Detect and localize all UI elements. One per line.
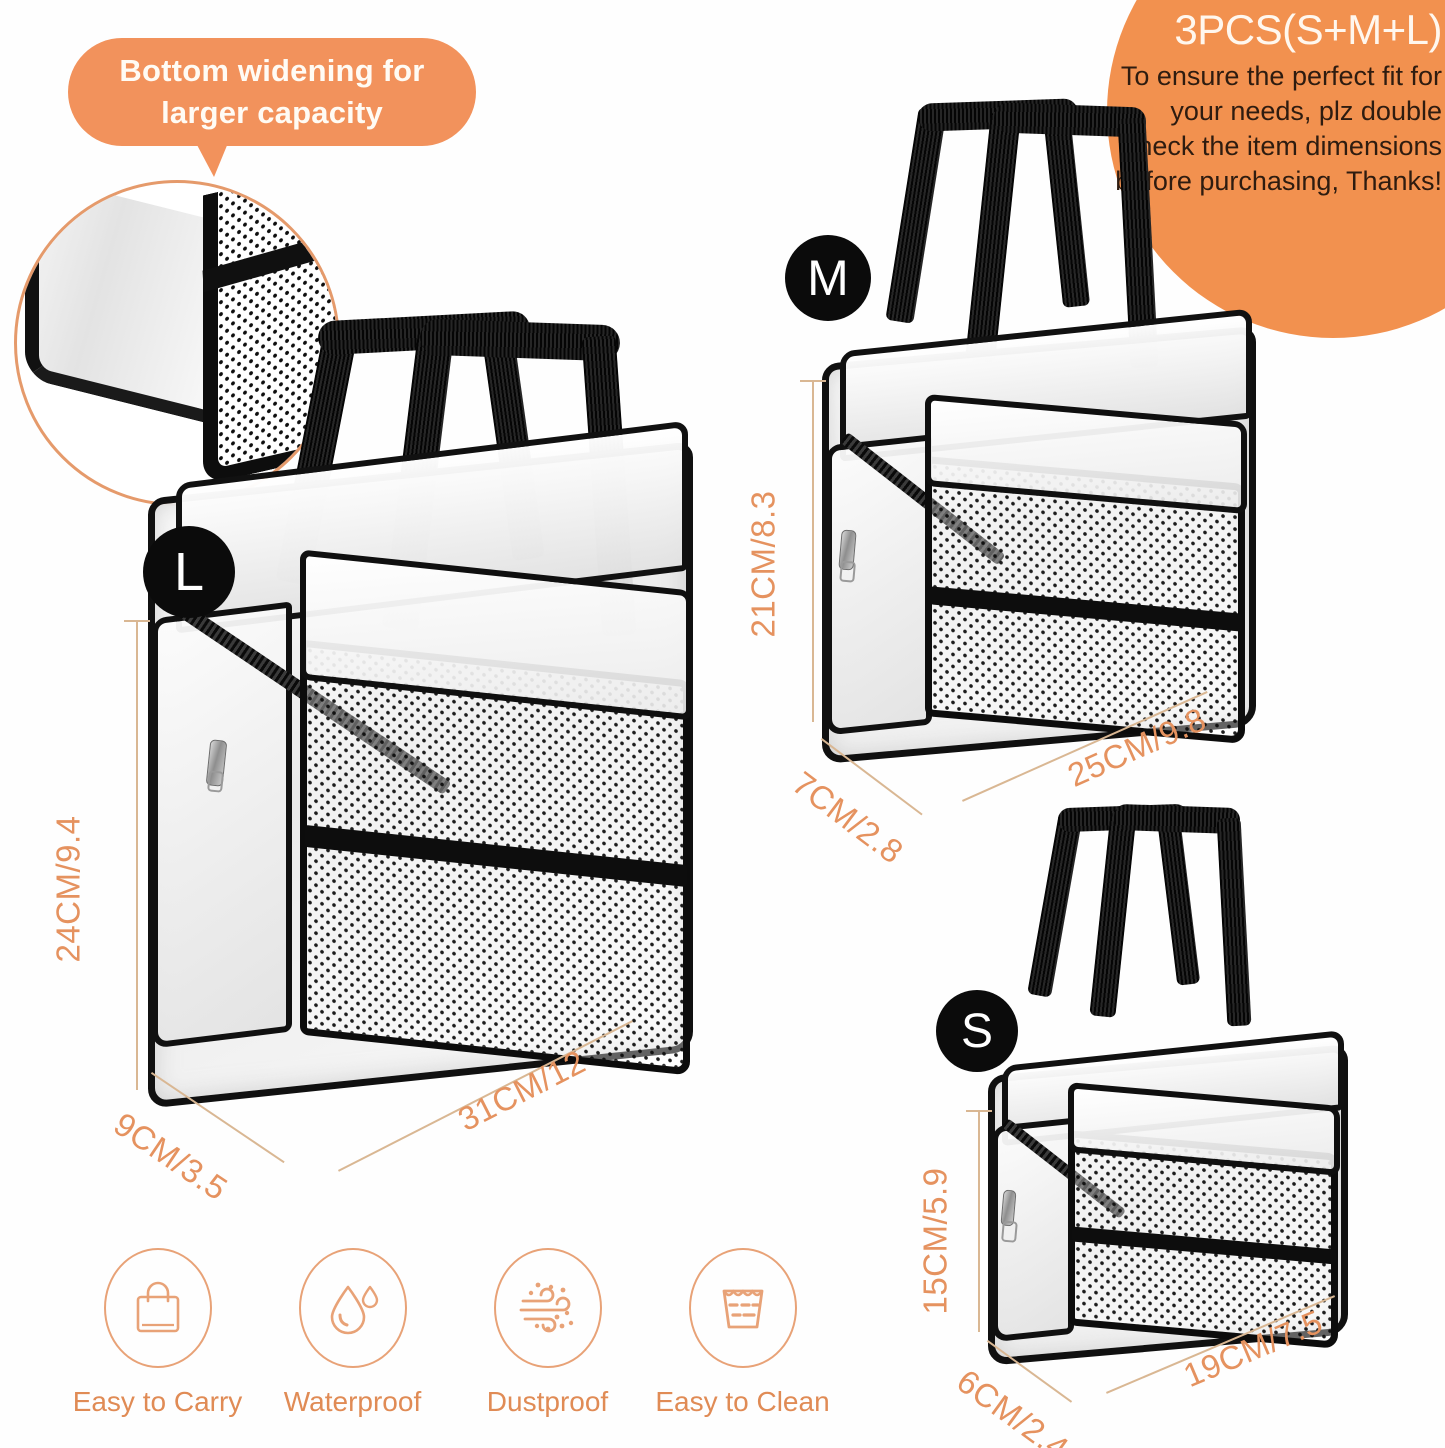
feature-ring-easy-to-clean	[688, 1248, 797, 1368]
bag-small-depth-label: 6CM/2.4	[950, 1362, 1076, 1448]
bag-large-height-label: 24CM/9.4	[49, 815, 87, 963]
feature-dustproof: Dustproof	[450, 1248, 645, 1418]
bag-small-handle-back	[1027, 811, 1083, 998]
feature-easy-to-clean: Easy to Clean	[645, 1248, 840, 1418]
feature-label-waterproof: Waterproof	[283, 1386, 422, 1417]
shopping-bag-icon	[136, 1281, 179, 1333]
bag-large-height-guide	[136, 620, 138, 1090]
bag-small-height-label: 15CM/5.9	[916, 1167, 954, 1315]
bag-small-zipper-pull	[1000, 1189, 1017, 1227]
feature-waterproof: Waterproof	[255, 1248, 450, 1418]
callout-line-2: larger capacity	[161, 95, 383, 130]
wash-basin-icon	[722, 1289, 763, 1329]
feature-ring-dustproof	[493, 1248, 602, 1368]
bag-medium-height-tick-top	[800, 380, 826, 382]
bag-small-handle-back-right	[1156, 814, 1201, 986]
feature-label-dustproof: Dustproof	[486, 1386, 609, 1417]
bag-small-handle-front-right	[1216, 817, 1252, 1027]
bag-medium-size-letter: M	[807, 250, 849, 306]
bag-small-size-badge: S	[936, 990, 1018, 1072]
promo-block: 3PCS(S+M+L) To ensure the perfect fit fo…	[1112, 6, 1442, 199]
promo-body: To ensure the perfect fit for your needs…	[1115, 60, 1442, 196]
bag-small-size-letter: S	[960, 1004, 993, 1058]
feature-ring-waterproof	[298, 1248, 407, 1368]
bottom-widening-detail-inset	[14, 180, 340, 506]
wind-dust-icon	[519, 1282, 573, 1333]
water-drop-icon	[330, 1285, 378, 1335]
bag-medium-size-badge: M	[785, 235, 871, 321]
bag-small-height-tick-top	[966, 1110, 992, 1112]
bag-medium-height-label: 21CM/8.3	[744, 490, 782, 638]
promo-title: 3PCS(S+M+L)	[1174, 6, 1442, 53]
bag-small-height-guide	[978, 1110, 980, 1332]
callout-line-1: Bottom widening for	[119, 53, 425, 89]
bag-large-size-badge: L	[143, 526, 235, 618]
bag-large-height-tick-top	[124, 620, 150, 622]
callout-bubble-tail	[196, 143, 228, 177]
bag-medium-height-guide	[812, 380, 814, 722]
feature-label-easy-to-clean: Easy to Clean	[655, 1386, 830, 1417]
bag-small-handle-front	[1089, 811, 1137, 1018]
feature-easy-to-carry: Easy to Carry	[60, 1248, 255, 1418]
callout-bubble: Bottom widening for larger capacity	[68, 38, 476, 146]
feature-ring-easy-to-carry	[103, 1248, 212, 1368]
feature-label-easy-to-carry: Easy to Carry	[72, 1386, 243, 1417]
feature-row: Easy to Carry Waterproof	[60, 1248, 840, 1418]
bag-large-size-letter: L	[173, 542, 205, 602]
